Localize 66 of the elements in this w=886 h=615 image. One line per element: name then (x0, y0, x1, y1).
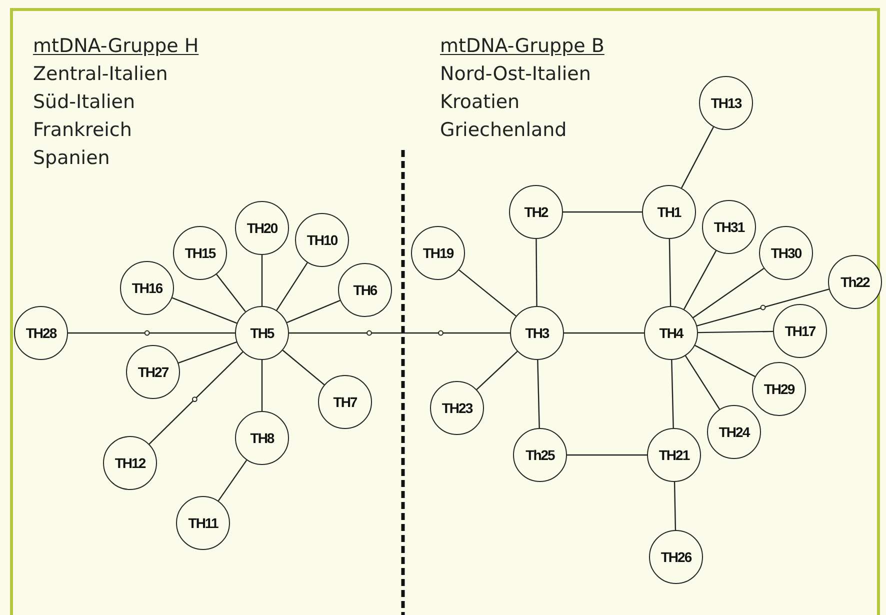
group-heading: mtDNA-Gruppe B (440, 34, 604, 58)
haplotype-label: TH24 (718, 422, 750, 442)
connector-line (216, 274, 246, 312)
region-label: Zentral-Italien (33, 62, 168, 86)
connector-line (671, 360, 674, 428)
haplotype-label: TH7 (333, 392, 357, 412)
connector-line (536, 239, 538, 306)
haplotype-label: TH28 (26, 324, 56, 342)
haplotype-label: TH13 (710, 94, 742, 112)
haplotype-label: TH5 (250, 324, 274, 342)
connector-line (537, 360, 540, 428)
haplotype-label: TH15 (184, 244, 216, 262)
haplotype-label: TH4 (659, 324, 683, 342)
haplotype-label: TH8 (250, 428, 274, 448)
haplotype-label: TH6 (353, 280, 377, 300)
connector-line (458, 270, 516, 316)
connector-line (148, 352, 244, 444)
haplotype-label: TH30 (770, 244, 802, 262)
haplotype-label: TH1 (657, 202, 681, 222)
connector-line (276, 262, 308, 311)
region-label: Spanien (33, 146, 110, 170)
haplotype-label: TH23 (442, 398, 472, 418)
haplotype-label: TH17 (784, 322, 816, 340)
connector-line (668, 238, 672, 306)
connector-line (696, 288, 830, 326)
connector-line (178, 342, 237, 364)
haplotype-label: TH3 (525, 324, 549, 342)
connector-line (564, 332, 644, 334)
connector-line (261, 360, 263, 411)
region-label: Griechenland (440, 118, 567, 142)
region-label: Kroatien (440, 90, 520, 114)
haplotype-label: TH27 (138, 362, 168, 382)
haplotype-label: TH31 (714, 218, 744, 236)
connector-line (567, 454, 647, 456)
haplotype-label: TH19 (422, 244, 454, 262)
connector-line (680, 126, 714, 188)
connector-line (692, 268, 764, 318)
region-label: Süd-Italien (33, 90, 136, 114)
connector-line (698, 330, 774, 334)
connector-line (674, 482, 676, 530)
connector-line (683, 250, 717, 310)
connector-line (694, 344, 756, 378)
region-label: Nord-Ost-Italien (440, 62, 591, 86)
haplotype-label: Th22 (840, 272, 870, 292)
connector-line (684, 355, 720, 410)
haplotype-label: TH21 (658, 446, 690, 464)
connector-line (261, 255, 263, 306)
haplotype-label: TH2 (524, 202, 548, 222)
region-label: Frankreich (33, 118, 132, 142)
haplotype-label: TH20 (246, 218, 278, 238)
haplotype-label: TH29 (764, 380, 794, 398)
haplotype-label: Th25 (526, 446, 554, 464)
connector-line (286, 300, 340, 324)
connector-line (289, 332, 510, 334)
connector-line (218, 460, 248, 502)
connector-line (172, 297, 238, 324)
connector-line (282, 350, 325, 386)
haplotype-label: TH12 (114, 454, 146, 472)
connector-line (476, 351, 518, 390)
group-heading: mtDNA-Gruppe H (33, 34, 199, 58)
haplotype-label: TH26 (660, 548, 692, 566)
haplotype-label: TH11 (188, 514, 218, 532)
connector-line (563, 211, 642, 213)
haplotype-label: TH16 (132, 278, 162, 298)
connector-line (68, 332, 235, 334)
haplotype-label: TH10 (306, 230, 338, 250)
